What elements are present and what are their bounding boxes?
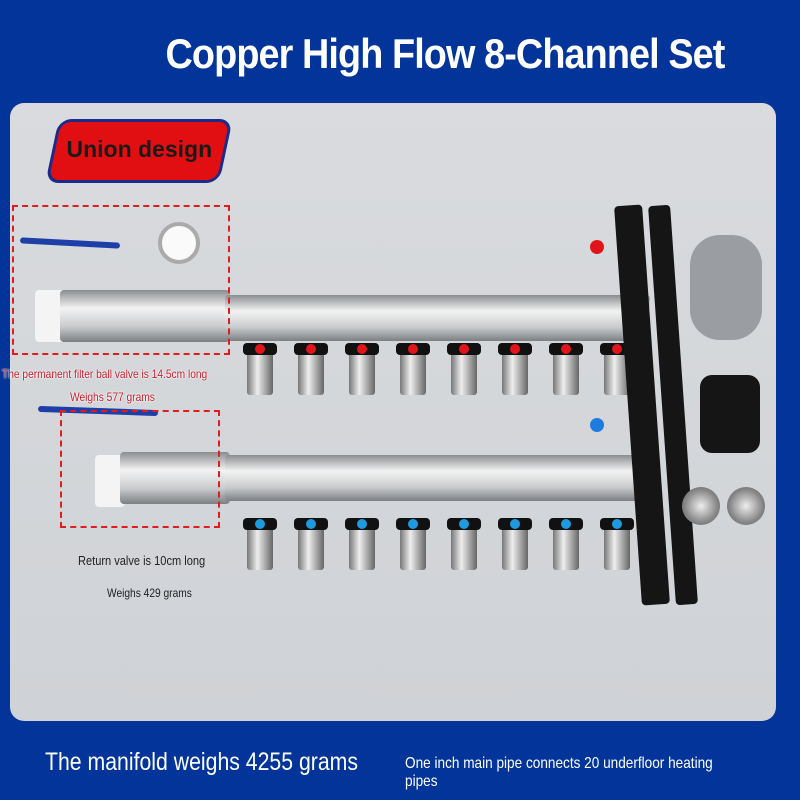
valve-indicator-dot [459, 519, 469, 529]
valve-indicator-dot [408, 344, 418, 354]
filter-valve-highlight [12, 205, 230, 355]
pipe-clips [700, 375, 760, 453]
valve-indicator-dot [561, 519, 571, 529]
screws-pack [690, 235, 762, 340]
supply-air-vent [590, 240, 604, 254]
union-design-badge: Union design [48, 122, 230, 180]
manifold-weight-text: The manifold weighs 4255 grams [45, 748, 359, 776]
valve-indicator-dot [357, 344, 367, 354]
end-cap [682, 487, 720, 525]
return-valve-highlight [60, 410, 220, 528]
valve-indicator-dot [510, 344, 520, 354]
valve-indicator-dot [510, 519, 520, 529]
valve-indicator-dot [459, 344, 469, 354]
valve-indicator-dot [357, 519, 367, 529]
return-ball-valve [120, 452, 230, 504]
return-manifold-bar [225, 455, 650, 501]
page-title: Copper High Flow 8-Channel Set [165, 30, 726, 77]
valve-indicator-dot [306, 519, 316, 529]
valve-indicator-dot [408, 519, 418, 529]
valve-indicator-dot [612, 344, 622, 354]
valve-indicator-dot [612, 519, 622, 529]
filter-weight-note: Weighs 577 grams [70, 390, 155, 404]
return-length-note: Return valve is 10cm long [78, 553, 206, 568]
return-weight-note: Weighs 429 grams [107, 586, 192, 600]
valve-indicator-dot [561, 344, 571, 354]
filter-ball-valve [60, 290, 230, 342]
supply-manifold-bar [225, 295, 650, 341]
valve-indicator-dot [255, 519, 265, 529]
pressure-gauge [158, 222, 200, 264]
badge-label: Union design [66, 136, 213, 162]
pipe-info-text: One inch main pipe connects 20 underfloo… [405, 755, 713, 790]
valve-indicator-dot [306, 344, 316, 354]
filter-length-note: The permanent filter ball valve is 14.5c… [2, 367, 208, 381]
valve-indicator-dot [255, 344, 265, 354]
end-cap [727, 487, 765, 525]
return-air-vent [590, 418, 604, 432]
